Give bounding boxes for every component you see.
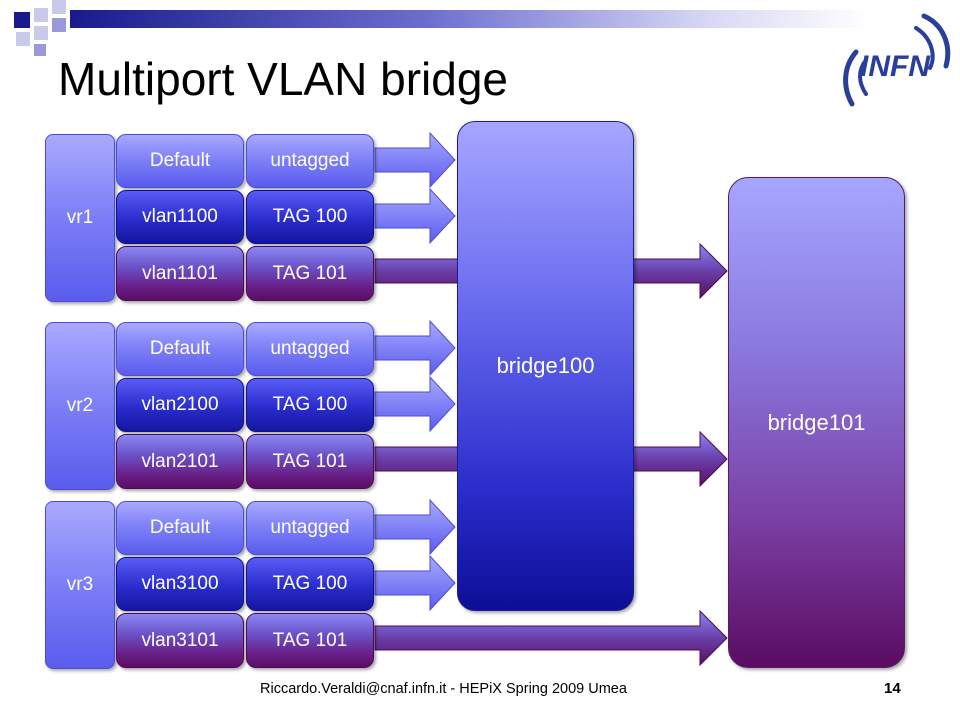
iface-box: Default xyxy=(116,501,244,555)
tag-box: TAG 100 xyxy=(246,378,374,432)
svg-text:INFN: INFN xyxy=(860,50,931,83)
tag-box: TAG 101 xyxy=(246,613,374,668)
iface-box: vlan1101 xyxy=(116,246,244,301)
arrow-tag101-vr3 xyxy=(374,609,728,667)
arrow-tag100-vr1 xyxy=(374,187,456,245)
tag-box: untagged xyxy=(246,501,374,555)
iface-box: vlan3100 xyxy=(116,557,244,611)
slide-title: Multiport VLAN bridge xyxy=(58,53,508,105)
tag-box: TAG 100 xyxy=(246,557,374,611)
iface-box: vlan1100 xyxy=(116,190,244,244)
arrow-untagged-vr1 xyxy=(374,131,456,189)
iface-box: vlan2101 xyxy=(116,434,244,489)
corner-square xyxy=(14,12,30,28)
iface-box: vlan2100 xyxy=(116,378,244,432)
tag-box: untagged xyxy=(246,134,374,188)
router-vr2: vr2 xyxy=(45,322,115,490)
page-number: 14 xyxy=(884,680,901,697)
arrow-tag100-vr2 xyxy=(374,375,456,433)
iface-box: Default xyxy=(116,134,244,188)
bridge101-box: bridge101 xyxy=(728,177,905,668)
infn-logo: INFN xyxy=(843,13,951,107)
arrow-tag100-vr3 xyxy=(374,554,456,612)
slide-footer: Riccardo.Veraldi@cnaf.infn.it - HEPiX Sp… xyxy=(260,681,627,697)
corner-square xyxy=(34,44,46,56)
tag-box: untagged xyxy=(246,322,374,376)
corner-square xyxy=(34,8,48,22)
title-bar xyxy=(70,10,870,28)
arrow-untagged-vr3 xyxy=(374,498,456,556)
corner-square xyxy=(52,0,66,14)
tag-box: TAG 101 xyxy=(246,246,374,301)
router-vr3: vr3 xyxy=(45,501,115,669)
tag-box: TAG 100 xyxy=(246,190,374,244)
corner-square xyxy=(16,32,30,46)
iface-box: Default xyxy=(116,322,244,376)
router-vr1: vr1 xyxy=(45,134,115,302)
corner-square xyxy=(34,26,48,40)
corner-square xyxy=(52,18,66,32)
arrow-untagged-vr2 xyxy=(374,319,456,377)
tag-box: TAG 101 xyxy=(246,434,374,489)
bridge100-box: bridge100 xyxy=(457,121,634,611)
iface-box: vlan3101 xyxy=(116,613,244,668)
